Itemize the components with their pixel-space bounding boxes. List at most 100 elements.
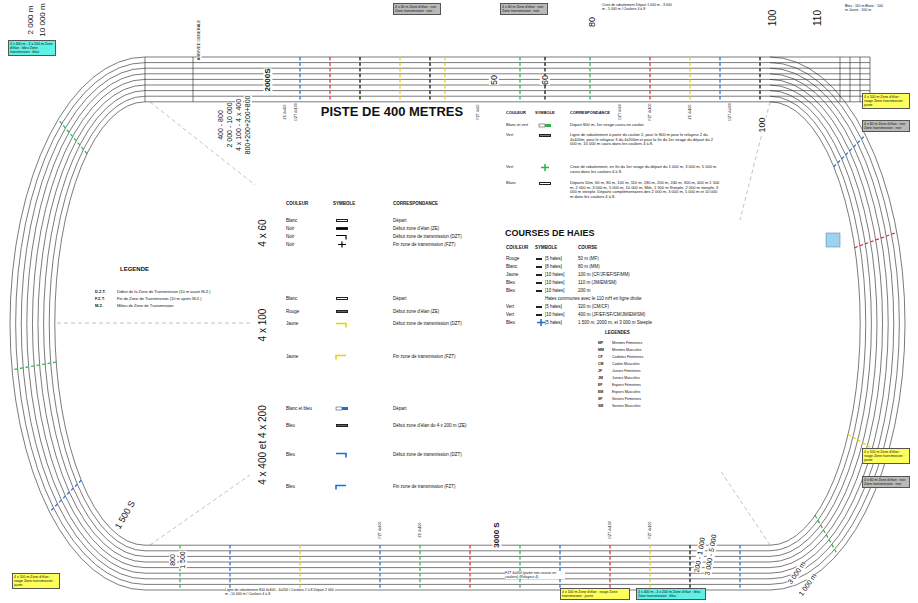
table-title: COURSES DE HAIES (505, 228, 595, 238)
legend-swatch (536, 306, 542, 309)
callout-text: 4 x 100 m Zone d'élan : rouge Zone trans… (562, 590, 628, 598)
callout-text: 4 x 60 m Zone d'élan : noir Zone transmi… (864, 122, 908, 130)
abbreviation: SF (598, 397, 602, 401)
column-header: CORRESPONDANCE (393, 201, 438, 206)
start-label: 1 500 (179, 551, 187, 569)
legend-text: 400 m (JF/EF/SF/CM/JM/EM/SM) (578, 312, 645, 317)
distance-label: 10 000 m (38, 3, 47, 36)
abbreviation: MF (598, 341, 603, 345)
color-name: Bleu (506, 280, 515, 285)
color-name: Blanc (506, 181, 516, 186)
distance-marker: 50 (489, 75, 499, 85)
color-name: Bleu (286, 423, 295, 428)
column-header: SYMBOLE (333, 201, 355, 206)
legend-text: Départ (393, 406, 407, 411)
yellow-symbols (336, 324, 346, 360)
column-header: COULEUR (506, 111, 526, 116)
legend-text: Départ (393, 296, 407, 301)
zone-mark: ZE 4x100 (418, 523, 422, 538)
legend-text: Début zone d'élan (ZE) (393, 309, 439, 314)
legend-text: 50 m (MF) (578, 256, 599, 261)
table-note: Haies communes avec le 110 mH en ligne d… (545, 296, 641, 301)
column-header: COULEUR (286, 201, 308, 206)
zone-mark: FZT 4x60 (476, 105, 480, 120)
abbreviation-text: Espoirs Féminines (612, 383, 641, 387)
zone-callout: 4 x 100 m Zone d'élan : rouge Zone trans… (862, 93, 910, 109)
column-header: SYMBOLE (535, 245, 557, 250)
straight-extension (145, 57, 870, 102)
legend-text: Fin zone de transmission (FZT) (393, 484, 456, 489)
abbreviation-text: Début de la Zone de Transmission (10 m a… (117, 290, 211, 295)
legend-swatch (536, 266, 542, 269)
abbreviation-text: Minimes Féminines (612, 341, 642, 345)
abbreviation-text: Minimes Masculins (612, 348, 642, 352)
color-name: Bleu (506, 320, 515, 325)
hurdle-count: [10 haies] (545, 272, 565, 277)
zone-callout: 4 x 400 m - 4 x 200 m Zone d'élan : bleu… (8, 40, 56, 56)
hurdle-count: [10 haies] (545, 280, 565, 285)
water-jump (826, 233, 840, 247)
color-name: Jaune (286, 321, 298, 326)
start-label: 400 - 800 (217, 110, 225, 140)
white-800-symbol (539, 124, 545, 127)
color-name: Blanc et vert (506, 123, 528, 128)
color-name: Vert (506, 312, 514, 317)
zone-mark: DZT 4x60 (618, 104, 622, 119)
abbreviation: JF (598, 369, 602, 373)
color-name: Vert (506, 304, 514, 309)
legend-text: 1 500 m, 2000 m, et 3 000 m Steeple (578, 320, 652, 325)
legend-text: Début zone d'élan (ZE) (393, 226, 439, 231)
legend-text: Début zone d'élan du 4 x 200 m (ZE) (393, 423, 466, 428)
color-name: Blanc (286, 218, 297, 223)
abbreviation-text: Juniors Féminines (612, 369, 640, 373)
zone-callout: 4 x 60 m Zone d'élan : noir Zone transmi… (500, 3, 548, 15)
abbreviation: JM (598, 376, 603, 380)
title: PISTE DE 400 METRES (321, 105, 463, 120)
color-name: Noir (286, 234, 294, 239)
abbreviation-text: Fin de Zone de Transmission (10 m après … (117, 297, 201, 302)
color-name: Bleu (286, 484, 295, 489)
legend-text: Début zone de transmission (DZT) (393, 321, 462, 326)
hurdle-count: [5 haies] (545, 256, 562, 261)
zone-callout: 4 x 60 m Zone d'élan : noir Zone transmi… (862, 476, 910, 488)
zone-mark: FZT 4x100 (648, 104, 652, 121)
color-name: Noir (286, 242, 294, 247)
start-label: 1 500 S (113, 499, 137, 531)
distance-marker: 80 (587, 17, 597, 27)
abbreviation: EF (598, 383, 602, 387)
legend-swatch (336, 227, 348, 230)
legend-text: 200 m (578, 288, 591, 293)
blue-marks (50, 57, 866, 590)
legend-text: 110 m (JM/EM/SM) (578, 280, 616, 285)
legend-swatch (539, 134, 551, 137)
color-name: Bleu (506, 288, 515, 293)
column-header: COURSE (578, 245, 597, 250)
legend-text: 80 m (MM) (578, 264, 600, 269)
distance-marker: 100 (767, 10, 779, 27)
callout-text: 4 x 100 m Zone d'élan : rouge Zone trans… (864, 450, 908, 462)
zone-mark: ZE 4x400 (283, 105, 287, 120)
relay-group: 4 x 60 (257, 219, 269, 246)
abbreviation: F.Z.T. (95, 297, 105, 302)
abbreviation-text: Espoirs Masculins (612, 390, 640, 394)
color-name: Vert (506, 133, 513, 138)
legend-swatch (336, 424, 348, 427)
distance-marker: 110 (812, 10, 824, 26)
yellow-marks (300, 57, 887, 590)
black-marks (360, 57, 760, 590)
legend-swatch (536, 314, 542, 317)
abbreviation: CF (598, 355, 603, 359)
track-note: FZT 4x400 (partie non courue en couloirs… (505, 571, 565, 579)
white-start-symbol (336, 407, 342, 410)
legend-swatch (336, 297, 348, 300)
relay-group: 4 x 100 (257, 309, 269, 342)
legend-text: Début zone de transmission (DZT) (393, 452, 462, 457)
relay-group: 4 x 400 et 4 x 200 (257, 405, 269, 485)
callout-text: 4 x 60 m Zone d'élan : noir Zone transmi… (864, 478, 908, 486)
zone-mark: DZT 4x100 (294, 103, 298, 120)
abbreviation-text: Seniors Féminines (612, 397, 641, 401)
legend-text: 320 m (CM/CF) (578, 304, 609, 309)
callout-text: 4 x 400 m - 4 x 200 m Zone d'élan : bleu… (638, 590, 704, 598)
lane-lines (10, 57, 905, 590)
color-name: Rouge (506, 256, 519, 261)
